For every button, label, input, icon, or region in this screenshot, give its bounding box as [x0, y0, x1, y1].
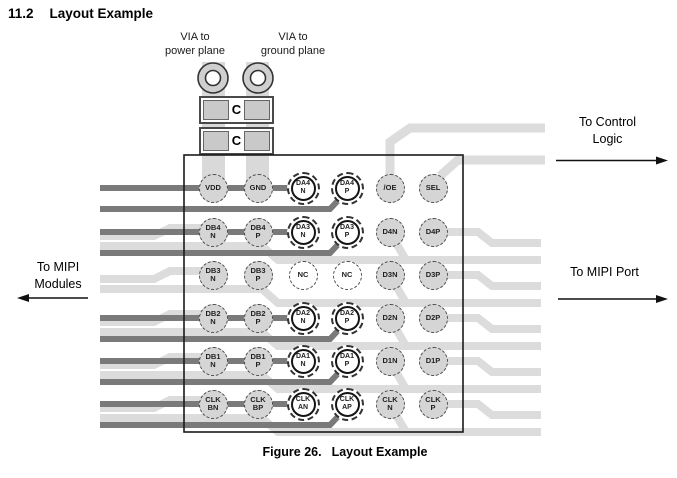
to-mipi-modules-label: To MIPI Modules: [34, 260, 82, 291]
pad-nc-1: NC: [288, 260, 318, 290]
pad-vdd: VDD: [198, 173, 228, 203]
pad-oe: /OE: [375, 173, 405, 203]
arrow-to-mipi-port: [558, 295, 668, 303]
package-outline: [183, 154, 464, 433]
capacitor-1: [199, 96, 274, 124]
to-control-logic-label: To Control Logic: [579, 115, 636, 146]
via-power-label: VIA to power plane: [165, 31, 225, 57]
pad-d1n: D1N: [375, 346, 405, 376]
figure-caption: Figure 26. Layout Example: [185, 445, 505, 459]
arrow-to-control-logic: [556, 156, 668, 165]
pad-d3n: D3N: [375, 260, 405, 290]
pad-d3p: D3P: [418, 260, 448, 290]
pad-d4n: D4N: [375, 217, 405, 247]
to-mipi-port-label: To MIPI Port: [570, 265, 639, 279]
pad-d1p: D1P: [418, 346, 448, 376]
figure-number: Figure 26.: [262, 445, 322, 459]
figure-title: Layout Example: [331, 445, 428, 459]
pad-d2p: D2P: [418, 303, 448, 333]
pad-sel: SEL: [418, 173, 448, 203]
via-ground-label: VIA to ground plane: [260, 31, 326, 57]
pad-nc-2: NC: [332, 260, 362, 290]
pad-d2n: D2N: [375, 303, 405, 333]
capacitor-label-1: C: [231, 102, 242, 117]
pad-gnd: GND: [243, 173, 273, 203]
ground-plane-via: [242, 62, 274, 94]
signal-traces-light: [100, 123, 545, 436]
power-plane-via: [197, 62, 229, 94]
arrow-to-mipi-modules: [17, 294, 88, 302]
section-number: 11.2: [8, 6, 34, 21]
section-title: Layout Example: [49, 6, 154, 21]
section-heading: 11.2 Layout Example: [8, 6, 153, 21]
capacitor-2: [199, 127, 274, 155]
capacitor-label-2: C: [231, 133, 242, 148]
pad-d4p: D4P: [418, 217, 448, 247]
